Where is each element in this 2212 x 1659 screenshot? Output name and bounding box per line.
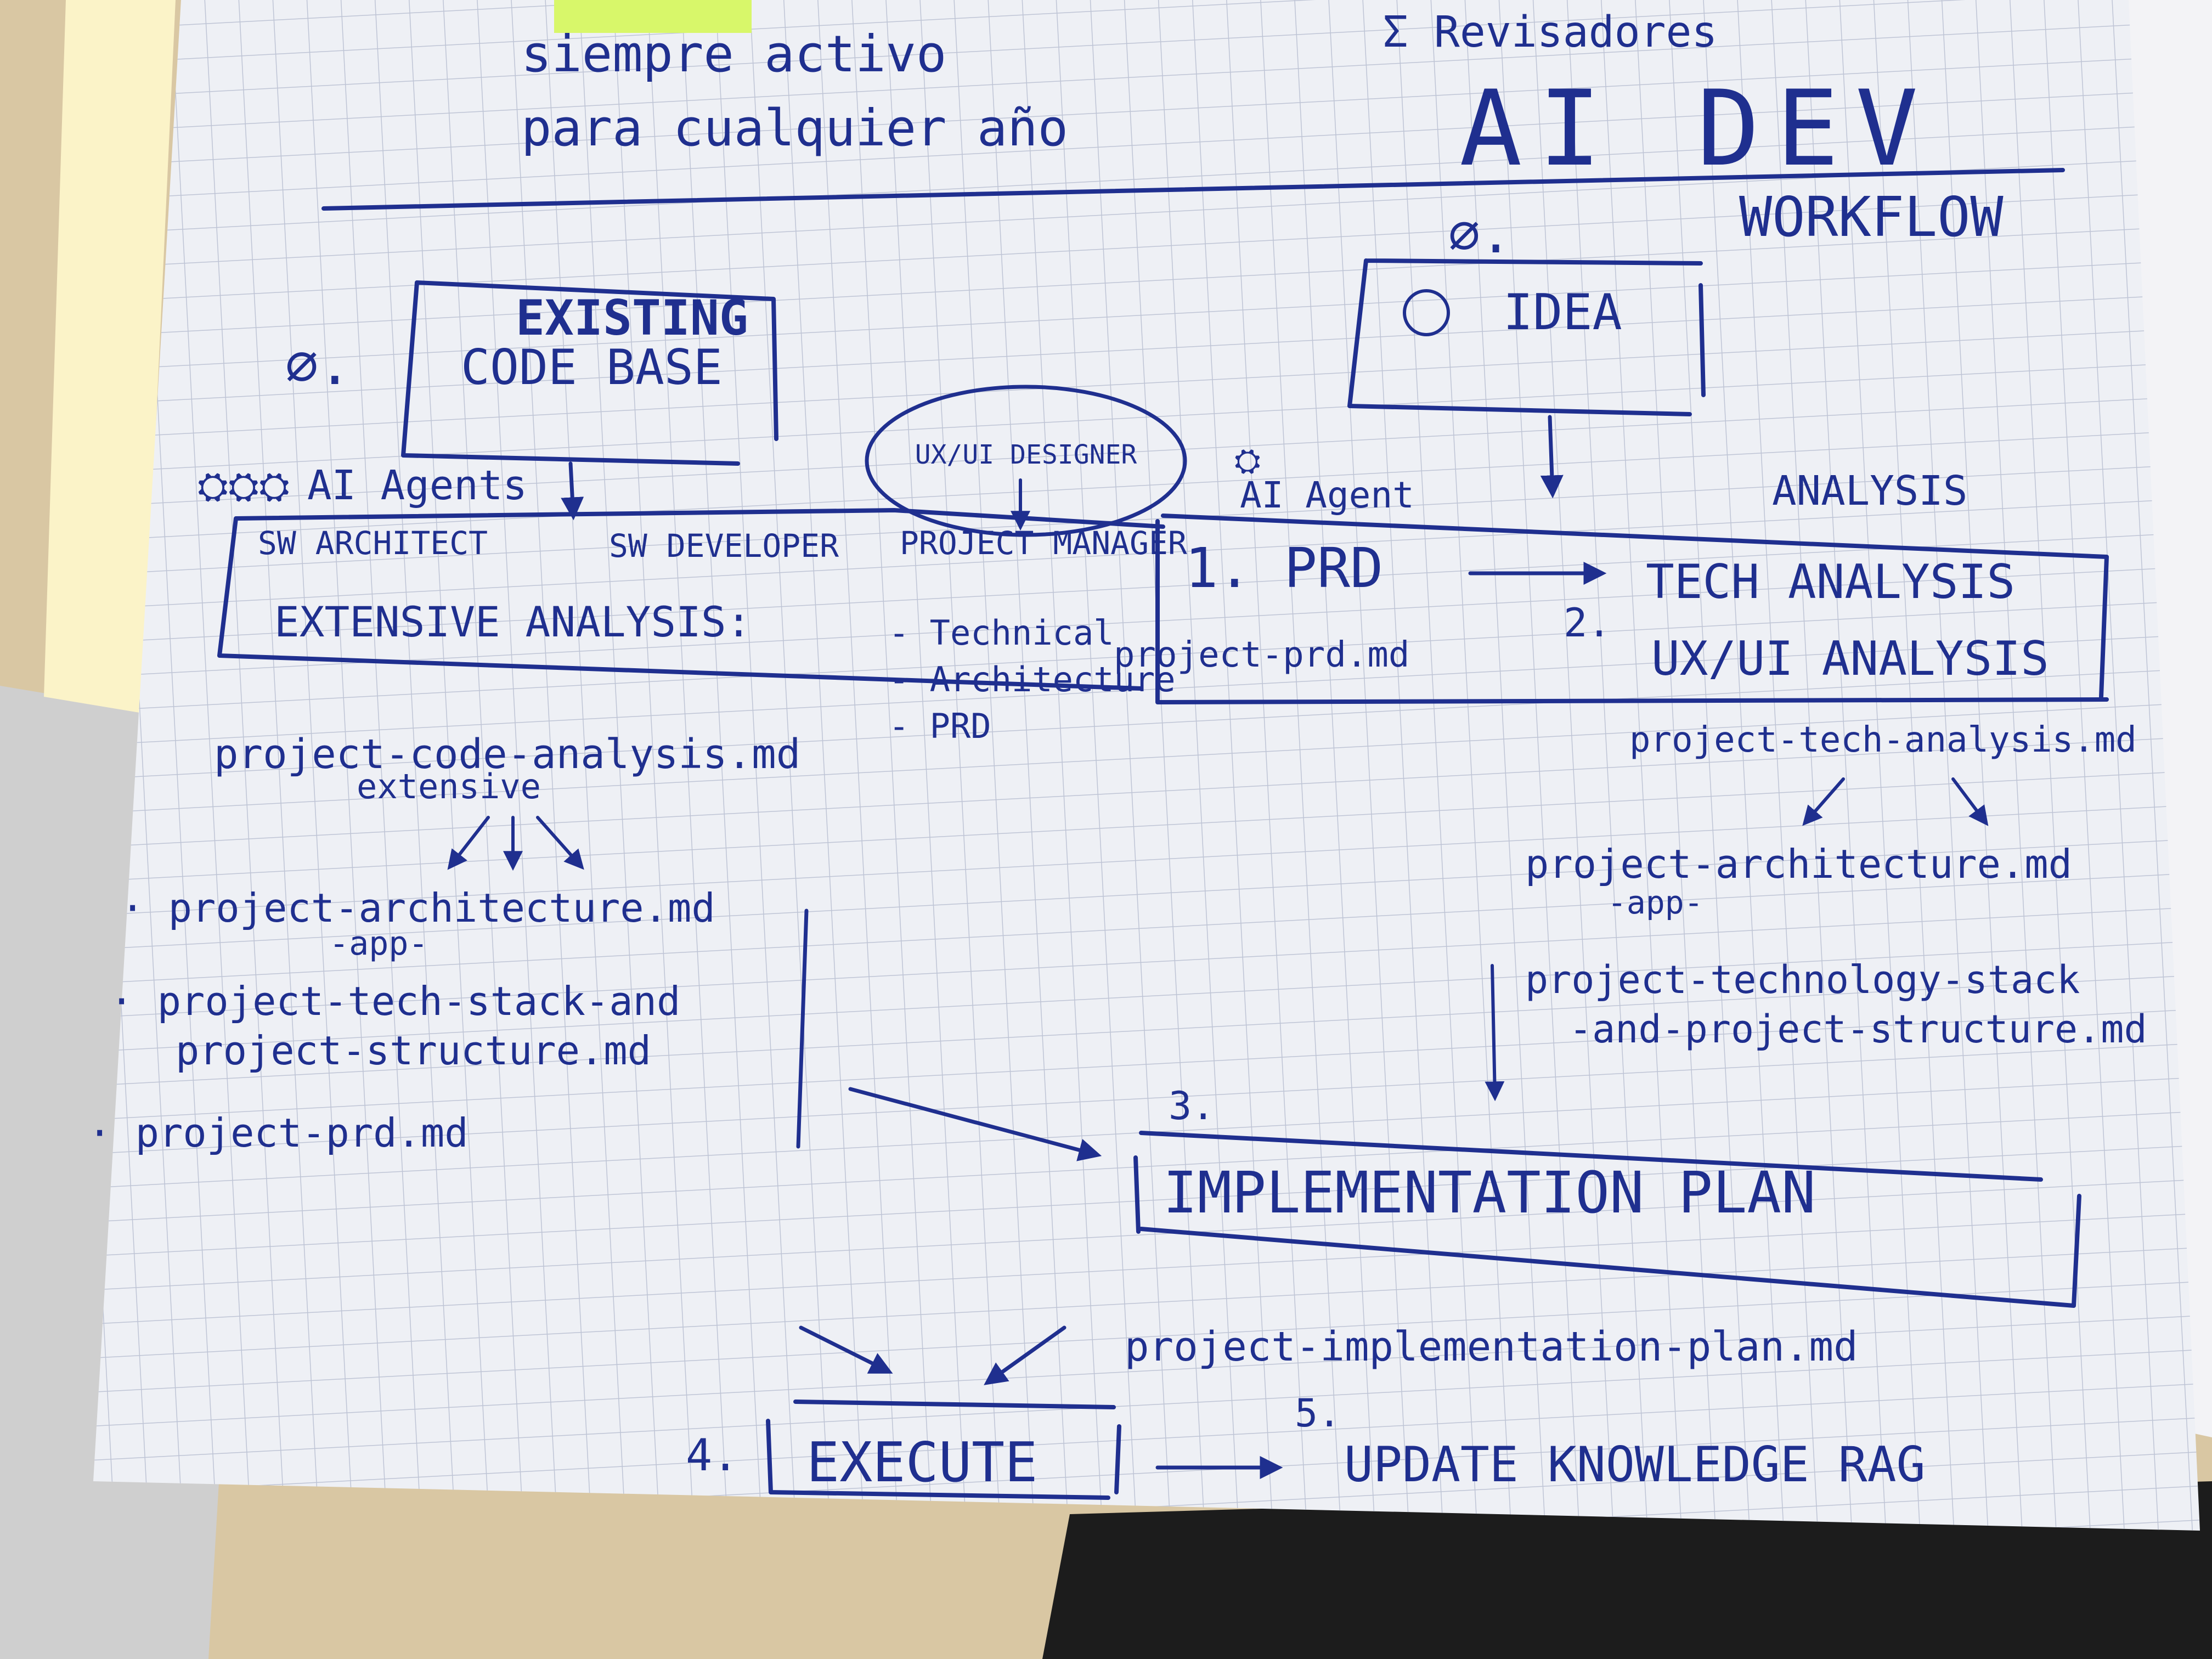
tech-output-arrows [1802,777,1989,826]
idea-arrow [1540,415,1564,499]
idea-box: IDEA [1347,258,1706,416]
role-architect: SW ARCHITECT [258,524,488,562]
robot-icon: ⛭ [1234,442,1261,480]
idea-label: IDEA [1503,284,1622,341]
tech-analysis-step: TECH ANALYSIS [1646,555,2015,610]
step-two-number: 2. [1564,600,1611,646]
role-manager: PROJECT MANAGER [900,524,1187,562]
left-to-plan-arrow [848,1087,1102,1161]
agents-label: AI Agents [307,462,527,509]
ai-agents-label: ⛭⛭⛭ AI Agents [198,462,527,509]
prd-file: project-prd.md [1114,635,1409,675]
left-vertical-line [796,909,809,1149]
execute-label: EXECUTE [806,1430,1037,1494]
code-analysis-file: project-code-analysis.md [214,731,800,778]
top-right-note: Σ Revisadores [1383,8,1717,57]
implementation-file: project-implementation-plan.md [1125,1323,1858,1370]
deliverable-structure: project-structure.md [176,1028,651,1074]
extensive-analysis-label: EXTENSIVE ANALYSIS: [274,597,751,646]
update-label: UPDATE KNOWLEDGE RAG [1344,1436,1926,1493]
deliverable-techstack: · project-tech-stack-and [110,978,680,1024]
designer-ellipse: UX/UI DESIGNER [865,385,1187,537]
analysis-box: SW ARCHITECT SW DEVELOPER PROJECT MANAGE… [217,508,1187,746]
prd-step: 1. PRD [1185,536,1383,600]
ai-agent-label: AI Agent [1240,474,1414,516]
background-paper [44,0,176,713]
header-line2: para cualquier año [521,99,1068,157]
analysis-item-prd: - PRD [889,706,991,746]
execute-step-number: 4. [686,1430,738,1481]
execute-box: EXECUTE [766,1400,1121,1500]
notebook-page [93,0,2200,1531]
codebase-arrow [561,461,584,521]
plan-to-execute-arrows [799,1325,1066,1385]
page-title: AI DEV [1459,68,1934,189]
right-architecture-file: project-architecture.md [1525,841,2072,887]
right-structure-file: -and-project-structure.md [1569,1007,2147,1052]
code-analysis-note: extensive [357,766,541,806]
update-step-number: 5. [1295,1391,1341,1436]
ux-analysis-step: UX/UI ANALYSIS [1651,631,2049,686]
implementation-label: IMPLEMENTATION PLAN [1163,1159,1816,1226]
deliverable-app-note: -app- [329,924,428,963]
role-developer: SW DEVELOPER [609,527,839,565]
header-divider [321,168,2065,211]
analysis-item-technical: - Technical [889,613,1114,653]
analysis-heading: ANALYSIS [1772,467,1967,515]
right-step-number: ∅. [1448,204,1512,265]
lightbulb-icon [1403,289,1450,336]
plan-step-number: 3. [1169,1084,1215,1128]
prd-analysis-box: 1. PRD TECH ANALYSIS 2. UX/UI ANALYSIS p… [1114,514,2109,704]
deliverable-prd: · project-prd.md [88,1110,469,1156]
right-app-note: -app- [1607,884,1703,921]
robot-icons: ⛭⛭⛭ [198,464,290,509]
stack-to-plan-arrow [1485,964,1505,1102]
designer-label: UX/UI DESIGNER [915,439,1137,470]
deliverable-architecture: · project-architecture.md [121,885,715,931]
header-line1: siempre activo [521,25,946,83]
left-step-number: ∅. [285,333,351,397]
implementation-box: IMPLEMENTATION PLAN [1133,1131,2081,1308]
existing-codebase-box: EXISTING CODE BASE [401,280,778,466]
right-stack-file: project-technology-stack [1525,957,2080,1002]
page-subtitle: WORKFLOW [1739,185,2004,249]
dark-cloth [1042,1481,2212,1659]
deliverable-arrows [447,816,584,871]
sticky-note [554,0,752,33]
codebase-label: CODE BASE [461,339,723,396]
analysis-item-architecture: - Architecture [889,659,1176,699]
tech-analysis-file: project-tech-analysis.md [1629,720,2137,760]
existing-label: EXISTING [516,290,748,346]
